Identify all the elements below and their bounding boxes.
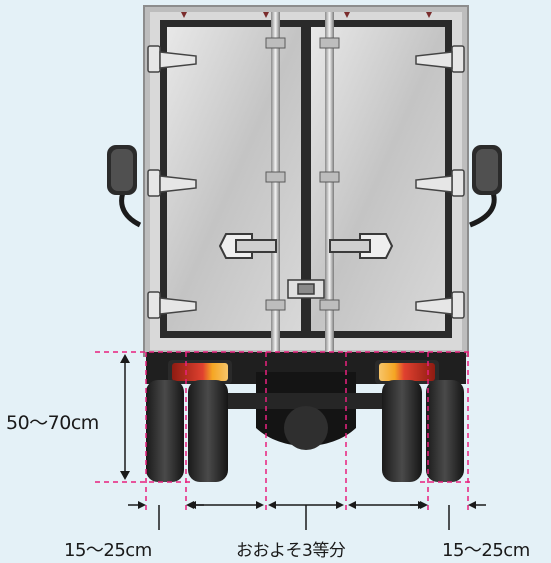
height-label: 50〜70cm (6, 412, 99, 434)
height-dimension (120, 354, 130, 480)
width-dimensions (128, 501, 486, 530)
left-tail-lamp (168, 360, 232, 384)
middle-division-label: おおよそ3等分 (236, 541, 346, 561)
door-handles (218, 233, 394, 259)
left-mirror (107, 145, 142, 228)
locking-rods (265, 12, 340, 352)
right-mirror (469, 145, 502, 228)
center-lock (287, 279, 325, 299)
left-offset-label: 15〜25cm (64, 540, 152, 561)
right-offset-label: 15〜25cm (442, 540, 530, 561)
left-wheels (146, 380, 228, 482)
left-hinges (147, 45, 197, 319)
right-hinges (415, 45, 465, 319)
guide-lines (95, 351, 470, 512)
top-hooks (181, 12, 432, 18)
right-tail-lamp (375, 360, 439, 384)
right-wheels (382, 380, 464, 482)
